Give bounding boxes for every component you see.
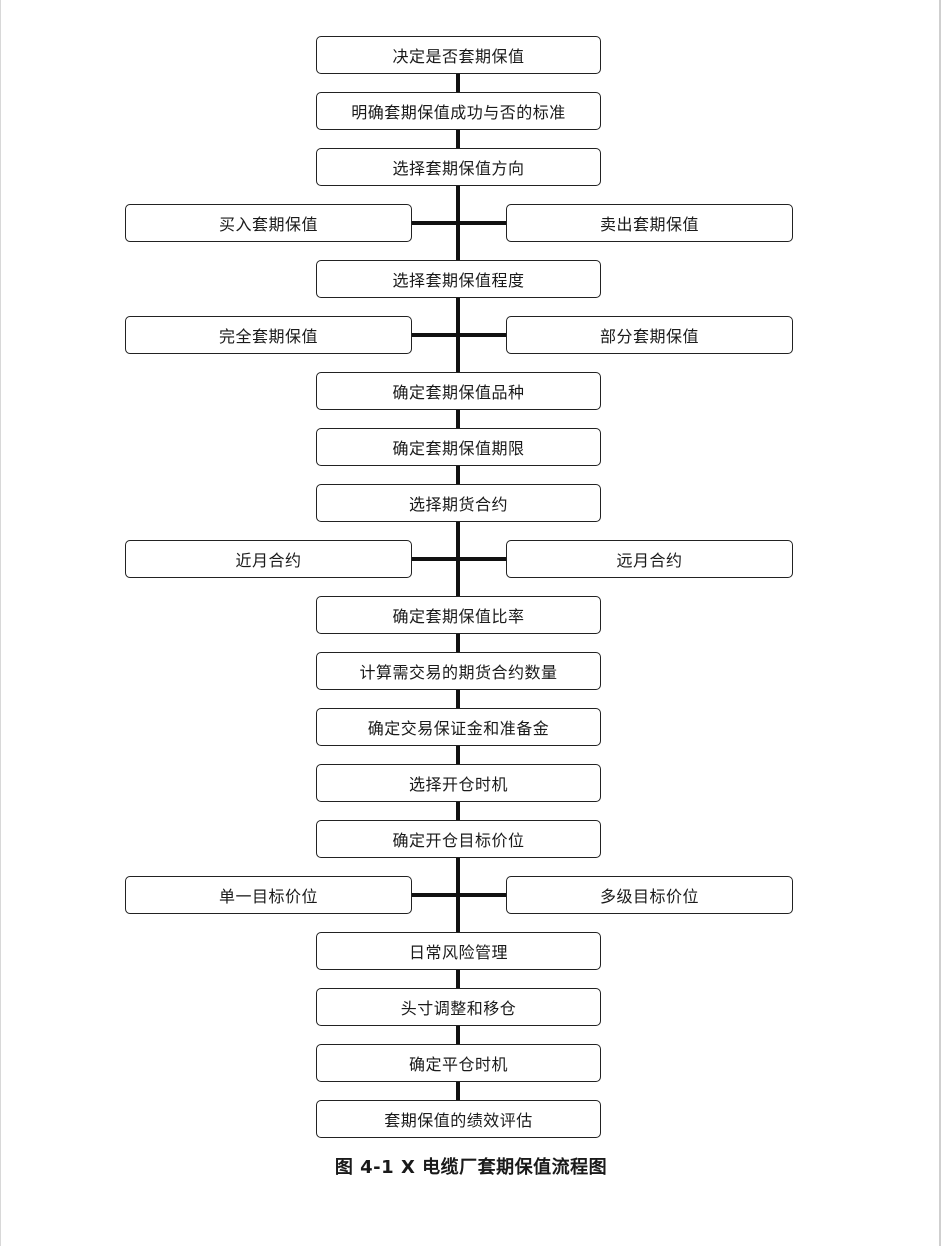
step-hedge-variety: 确定套期保值品种 xyxy=(316,372,601,410)
step-risk-management: 日常风险管理 xyxy=(316,932,601,970)
step-success-criteria: 明确套期保值成功与否的标准 xyxy=(316,92,601,130)
step-hedge-degree: 选择套期保值程度 xyxy=(316,260,601,298)
option-full-hedge: 完全套期保值 xyxy=(125,316,412,354)
option-sell-hedge: 卖出套期保值 xyxy=(506,204,793,242)
page-edge-left xyxy=(0,0,1,1246)
page-edge-right xyxy=(939,0,941,1246)
option-near-month: 近月合约 xyxy=(125,540,412,578)
branch-connector-degree xyxy=(411,333,507,337)
option-single-target: 单一目标价位 xyxy=(125,876,412,914)
flow-spine-connector xyxy=(456,72,460,1102)
step-open-timing: 选择开仓时机 xyxy=(316,764,601,802)
step-close-timing: 确定平仓时机 xyxy=(316,1044,601,1082)
step-margin-reserve: 确定交易保证金和准备金 xyxy=(316,708,601,746)
step-contract-quantity: 计算需交易的期货合约数量 xyxy=(316,652,601,690)
step-open-target-price: 确定开仓目标价位 xyxy=(316,820,601,858)
step-position-adjust: 头寸调整和移仓 xyxy=(316,988,601,1026)
option-far-month: 远月合约 xyxy=(506,540,793,578)
step-hedge-term: 确定套期保值期限 xyxy=(316,428,601,466)
branch-connector-direction xyxy=(411,221,507,225)
option-buy-hedge: 买入套期保值 xyxy=(125,204,412,242)
step-hedge-ratio: 确定套期保值比率 xyxy=(316,596,601,634)
step-performance-evaluation: 套期保值的绩效评估 xyxy=(316,1100,601,1138)
option-partial-hedge: 部分套期保值 xyxy=(506,316,793,354)
step-hedge-direction: 选择套期保值方向 xyxy=(316,148,601,186)
figure-caption: 图 4-1 X 电缆厂套期保值流程图 xyxy=(334,1157,608,1178)
branch-connector-target-price xyxy=(411,893,507,897)
step-futures-contract: 选择期货合约 xyxy=(316,484,601,522)
option-multi-target: 多级目标价位 xyxy=(506,876,793,914)
step-decide-hedging: 决定是否套期保值 xyxy=(316,36,601,74)
branch-connector-contract xyxy=(411,557,507,561)
